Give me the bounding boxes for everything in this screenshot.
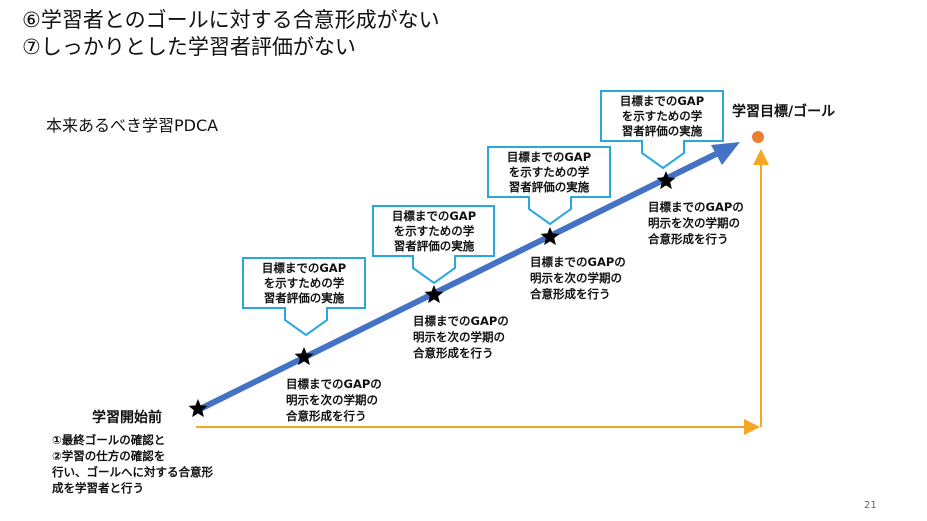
- note-1-line-3: 合意形成を行う: [286, 409, 367, 423]
- note-3-line-1: 目標までのGAPの: [530, 255, 626, 269]
- note-3-line-3: 合意形成を行う: [530, 287, 611, 301]
- note-2-line-2: 明示を次の学期の: [413, 330, 505, 344]
- callout-2-line-1: 目標までのGAP: [391, 209, 477, 223]
- note-2-line-1: 目標までのGAPの: [413, 314, 509, 328]
- note-2: 目標までのGAPの 明示を次の学期の 合意形成を行う: [413, 313, 509, 361]
- note-1-line-2: 明示を次の学期の: [286, 393, 378, 407]
- callout-3-line-2: を示すための学: [508, 165, 590, 179]
- progress-arrow-shaft: [196, 150, 720, 413]
- note-4-line-1: 目標までのGAPの: [648, 200, 744, 214]
- callout-2-text: 目標までのGAP を示すための学 習者評価の実施: [373, 209, 495, 254]
- callout-2-line-3: 習者評価の実施: [393, 239, 475, 253]
- callout-3-line-3: 習者評価の実施: [508, 180, 590, 194]
- note-4-line-3: 合意形成を行う: [648, 232, 729, 246]
- callout-4-text: 目標までのGAP を示すための学 習者評価の実施: [601, 94, 723, 139]
- callout-4-line-2: を示すための学: [621, 109, 703, 123]
- callout-3-text: 目標までのGAP を示すための学 習者評価の実施: [488, 150, 610, 195]
- callout-3-line-1: 目標までのGAP: [506, 150, 592, 164]
- progress-arrowhead: [711, 142, 740, 165]
- callout-2-line-2: を示すための学: [393, 224, 475, 238]
- subtitle: 本来あるべき学習PDCA: [46, 116, 219, 135]
- note-3: 目標までのGAPの 明示を次の学期の 合意形成を行う: [530, 254, 626, 302]
- callout-1: [242, 257, 366, 337]
- note-2-line-3: 合意形成を行う: [413, 346, 494, 360]
- note-4-line-2: 明示を次の学期の: [648, 216, 740, 230]
- start-notes: ①最終ゴールの確認と ②学習の仕方の確認を 行い、ゴールへに対する合意形 成を学…: [52, 432, 213, 496]
- callout-2: [372, 205, 495, 285]
- start-label: 学習開始前: [92, 410, 162, 426]
- star-3: [540, 227, 560, 246]
- note-1-line-1: 目標までのGAPの: [286, 377, 382, 391]
- start-note-line-2: ②学習の仕方の確認を: [52, 449, 166, 463]
- callout-1-line-2: を示すための学: [263, 276, 345, 290]
- callout-1-line-3: 習者評価の実施: [263, 291, 345, 305]
- callout-1-text: 目標までのGAP を示すための学 習者評価の実施: [243, 261, 365, 306]
- star-start: [188, 399, 208, 418]
- callout-3: [487, 146, 611, 226]
- start-note-line-3: 行い、ゴールへに対する合意形: [52, 465, 213, 479]
- title-line-2: ⑦しっかりとした学習者評価がない: [22, 35, 356, 59]
- star-1: [294, 347, 314, 366]
- start-note-line-4: 成を学習者と行う: [52, 481, 144, 495]
- note-3-line-2: 明示を次の学期の: [530, 271, 622, 285]
- note-1: 目標までのGAPの 明示を次の学期の 合意形成を行う: [286, 376, 382, 424]
- callout-4: [600, 90, 724, 170]
- star-4: [656, 171, 676, 190]
- callout-4-line-1: 目標までのGAP: [619, 94, 705, 108]
- note-4: 目標までのGAPの 明示を次の学期の 合意形成を行う: [648, 199, 744, 247]
- page-number: 21: [864, 500, 877, 511]
- goal-label: 学習目標/ゴール: [732, 104, 836, 120]
- callout-4-line-3: 習者評価の実施: [621, 124, 703, 138]
- callout-1-line-1: 目標までのGAP: [261, 261, 347, 275]
- start-note-line-1: ①最終ゴールの確認と: [52, 433, 166, 447]
- goal-dot: [752, 131, 764, 143]
- star-2: [424, 285, 444, 304]
- title-line-1: ⑥学習者とのゴールに対する合意形成がない: [22, 8, 440, 32]
